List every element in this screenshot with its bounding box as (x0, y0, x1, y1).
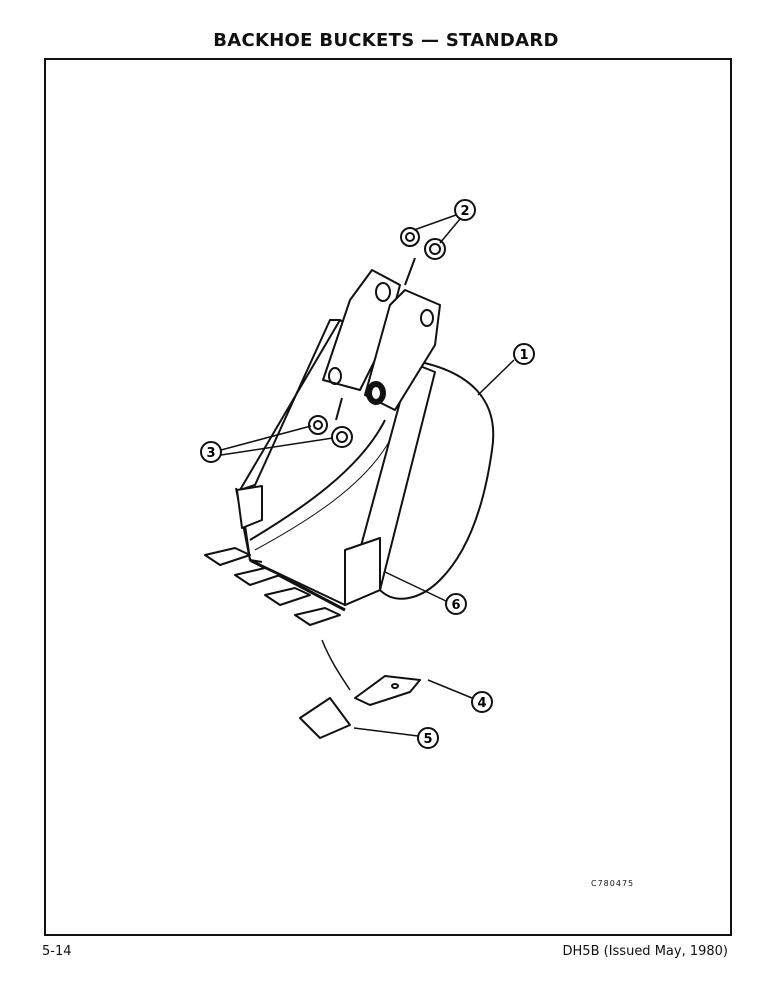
figure-frame (44, 58, 732, 936)
callout-2-label: 2 (460, 204, 469, 219)
callout-3-label: 3 (206, 446, 215, 461)
document-reference: DH5B (Issued May, 1980) (562, 944, 728, 959)
callout-3: 3 (200, 425, 334, 463)
callout-1: 1 (477, 343, 535, 396)
callout-2: 2 (413, 199, 476, 244)
callout-1-label: 1 (519, 348, 528, 363)
callout-6-label: 6 (451, 598, 460, 613)
callout-4: 4 (427, 679, 493, 713)
callout-6: 6 (384, 571, 467, 615)
callout-5: 5 (353, 727, 439, 749)
page-number: 5-14 (42, 944, 72, 959)
callout-5-label: 5 (423, 732, 432, 747)
callout-4-label: 4 (477, 696, 486, 711)
figure-number: C780475 (591, 879, 635, 888)
page-title: BACKHOE BUCKETS — STANDARD (213, 30, 559, 51)
